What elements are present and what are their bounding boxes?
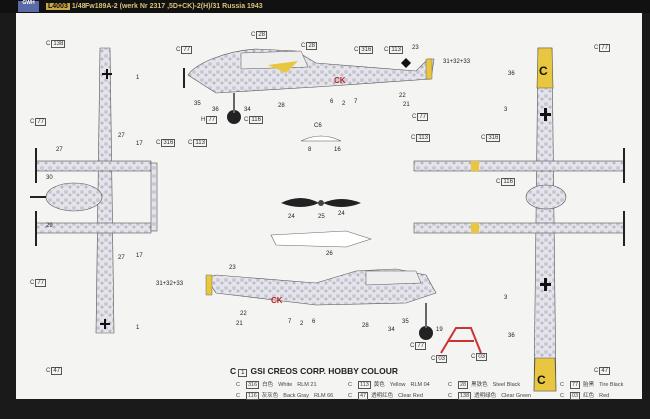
callout-27: 27 (56, 147, 63, 153)
sheet-title: Fw189A-2 (werk Nr 2317 ,5D+CK)-2(H)/31 R… (85, 3, 263, 10)
callout-1: 1 (136, 325, 140, 331)
side-view-lower: CK (205, 268, 437, 340)
callout-2: 2 (300, 321, 304, 327)
callout-21: 21 (236, 321, 243, 327)
callout-35: 35 (402, 319, 409, 325)
callout-34: 34 (388, 327, 395, 333)
code-letter-c: C (537, 373, 546, 387)
callout-31-32-33: 31+32+33 (443, 59, 471, 65)
callout-7: 7 (354, 99, 358, 105)
callout-28: 28 (362, 323, 369, 329)
callout-3: 3 (504, 295, 508, 301)
callout-25: 25 (318, 214, 325, 220)
callout-29: 29 (46, 223, 53, 229)
callout-8: 8 (308, 147, 312, 153)
callout-17: 17 (136, 141, 143, 147)
painting-sheet: C C CK CK (16, 13, 642, 399)
callout-23: 23 (412, 45, 419, 51)
aircraft-drawings: C C CK CK (30, 47, 625, 392)
callout-26: 26 (326, 251, 333, 257)
code-letter-c: C (539, 64, 548, 78)
callout-19: 19 (436, 327, 443, 333)
callout-24: 24 (288, 214, 295, 220)
callout-31-32-33: 31+32+33 (156, 281, 184, 287)
callout-28: 28 (278, 103, 285, 109)
callout-6: 6 (330, 99, 334, 105)
callout-27: 27 (118, 255, 125, 261)
brand-logo: GWH (18, 1, 39, 12)
code-letters-ck: CK (271, 296, 283, 305)
callout-22: 22 (240, 311, 247, 317)
callout-21: 21 (403, 102, 410, 108)
callout-24: 24 (338, 211, 345, 217)
callout-27: 27 (118, 133, 125, 139)
callout-2: 2 (342, 101, 346, 107)
side-view-upper: CK (183, 48, 435, 124)
callout-7: 7 (288, 319, 292, 325)
callout-17: 17 (136, 253, 143, 259)
scale-value: 1/48 (71, 3, 86, 10)
callout-c6: C6 (314, 123, 322, 129)
callout-30: 30 (46, 175, 53, 181)
callout-6: 6 (312, 319, 316, 325)
callout-35: 35 (194, 101, 201, 107)
detail-parts (270, 135, 482, 354)
callout-3: 3 (504, 107, 508, 113)
code-letters-ck: CK (334, 76, 346, 85)
callout-16: 16 (334, 147, 341, 153)
callout-36: 36 (212, 107, 219, 113)
bottom-view-right: C C (413, 47, 625, 392)
callout-22: 22 (399, 93, 406, 99)
top-view-left (30, 47, 158, 334)
callout-23: 23 (229, 265, 236, 271)
callout-36: 36 (508, 71, 515, 77)
kit-number: L4003 (46, 3, 70, 10)
callout-36: 36 (508, 333, 515, 339)
callout-34: 34 (244, 107, 251, 113)
callout-1: 1 (136, 75, 140, 81)
